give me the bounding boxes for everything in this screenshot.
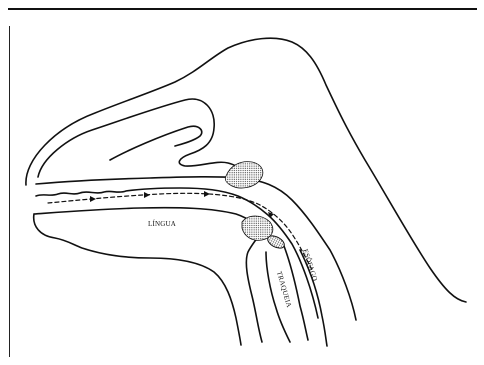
arrow-icon xyxy=(144,192,150,198)
food-pathway-arrows xyxy=(90,191,274,218)
label-esophagus: ESÔFAGO xyxy=(301,248,319,282)
label-trachea: TRAQUEIA xyxy=(275,270,293,308)
arrow-icon xyxy=(204,191,210,197)
label-tongue: LÍNGUA xyxy=(148,220,176,228)
arrow-icon xyxy=(90,196,96,202)
jaw-outline xyxy=(34,214,241,345)
larynx-outline xyxy=(246,230,262,342)
soft-palate-stipple xyxy=(225,162,263,188)
epiglottis-stipple xyxy=(242,216,273,240)
nasal-turbinate xyxy=(38,99,240,178)
